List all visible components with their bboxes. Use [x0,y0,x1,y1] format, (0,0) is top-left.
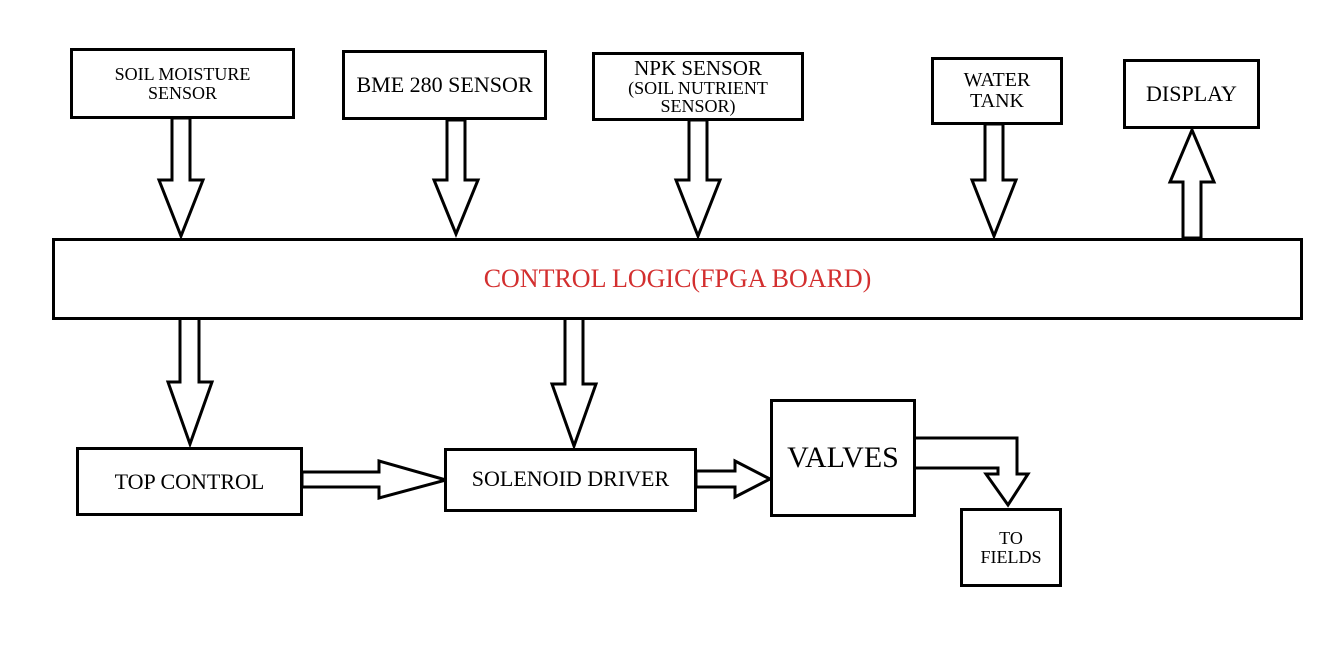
top-control-block: TOP CONTROL [76,447,303,516]
soil-moisture-sensor-block: SOIL MOISTURE SENSOR [70,48,295,119]
arrow-control-to-display [1167,126,1217,240]
water-tank-label-line1: WATER [963,69,1031,91]
to-fields-block: TO FIELDS [960,508,1062,587]
arrow-water-tank-to-control [969,122,1019,241]
arrow-control-to-top-control [165,314,215,449]
npk-label-line2: (SOIL NUTRIENT [628,78,768,98]
solenoid-driver-block: SOLENOID DRIVER [444,448,697,512]
npk-sensor-block: NPK SENSOR (SOIL NUTRIENT SENSOR) [592,52,804,121]
control-logic-block: CONTROL LOGIC(FPGA BOARD) [52,238,1303,320]
water-tank-block: WATER TANK [931,57,1063,125]
top-control-label: TOP CONTROL [114,468,265,494]
arrow-solenoid-driver-to-valves [694,458,774,500]
bme280-sensor-block: BME 280 SENSOR [342,50,547,120]
arrow-top-control-to-solenoid-driver [300,459,452,500]
water-tank-label-line2: TANK [970,90,1024,112]
display-block: DISPLAY [1123,59,1260,129]
soil-moisture-label-line1: SOIL MOISTURE [114,63,251,84]
bme280-label: BME 280 SENSOR [356,72,533,98]
solenoid-driver-label: SOLENOID DRIVER [471,466,670,491]
arrow-soil-moisture-to-control [156,116,206,241]
arrow-valves-to-fields [912,436,1031,508]
to-fields-label-line1: TO [999,527,1023,548]
arrow-control-to-solenoid-driver [549,316,599,451]
soil-moisture-label-line2: SENSOR [147,82,218,103]
arrow-npk-to-control [673,118,723,241]
control-logic-label: CONTROL LOGIC(FPGA BOARD) [483,264,872,294]
npk-label-line3: SENSOR) [660,96,736,116]
to-fields-label-line2: FIELDS [980,546,1042,567]
display-label: DISPLAY [1146,81,1237,107]
arrow-bme280-to-control [431,118,481,238]
valves-label: VALVES [787,441,899,474]
valves-block: VALVES [770,399,916,517]
npk-label-line1: NPK SENSOR [634,56,762,80]
